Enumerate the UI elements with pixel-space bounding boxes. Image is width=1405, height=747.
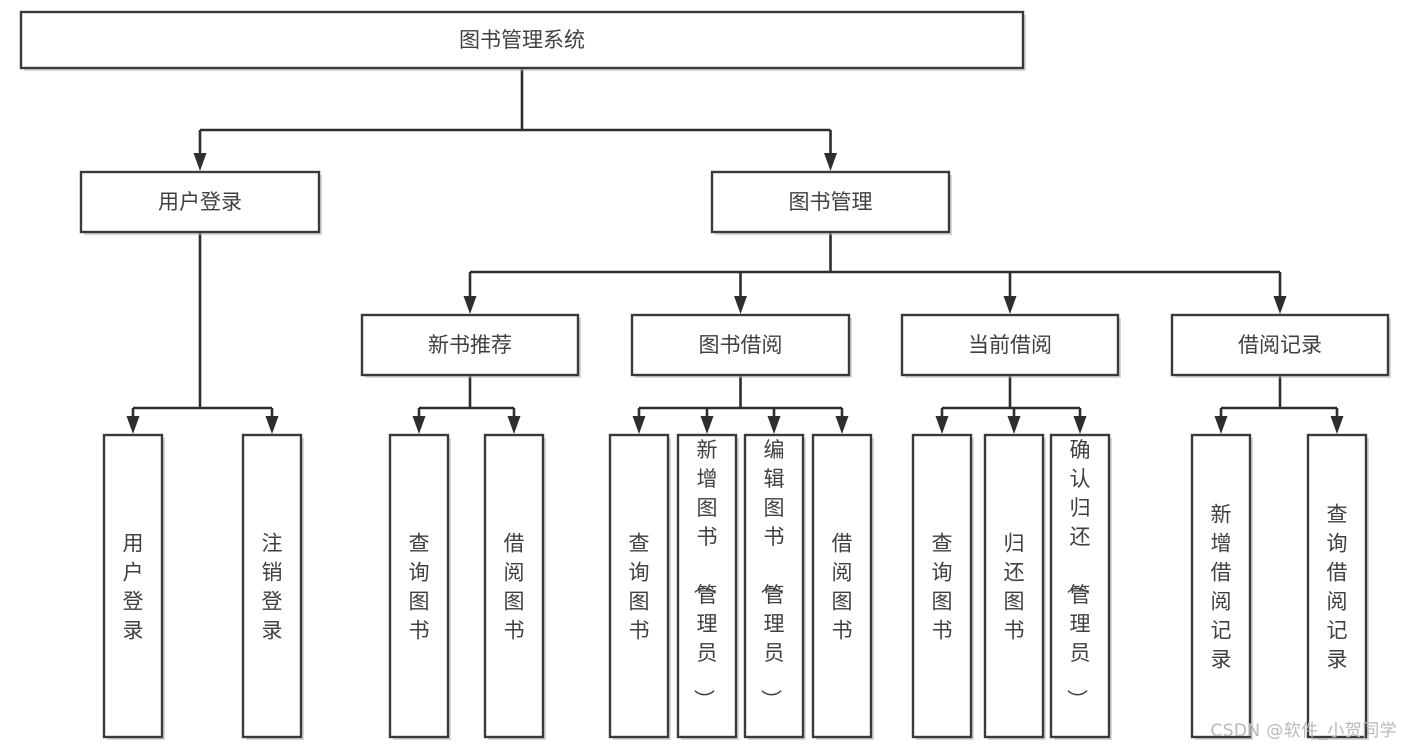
node-leaf-logout[interactable]: 注销登录	[241, 433, 304, 740]
node-box	[676, 433, 738, 739]
arrow-head-icon	[1273, 296, 1287, 314]
node-box	[102, 433, 164, 739]
node-leaf-add-record[interactable]: 新增借阅记录	[1190, 433, 1253, 740]
node-leaf-query-book-rec[interactable]: 查询图书	[388, 433, 451, 740]
node-box	[1190, 433, 1252, 739]
node-label: 注销登录	[262, 532, 283, 643]
arrow-head-icon	[265, 416, 279, 434]
arrow-head-icon	[1073, 416, 1087, 434]
node-box	[743, 433, 805, 739]
connectors-layer	[126, 68, 1344, 434]
arrow-head-icon	[734, 296, 747, 314]
arrow-head-icon	[1003, 296, 1017, 314]
node-leaf-edit-book[interactable]: 编辑图书（管理员）	[743, 433, 806, 740]
node-leaf-return-book[interactable]: 归还图书	[983, 433, 1046, 740]
node-label: 借阅图书	[504, 532, 525, 643]
arrow-head-icon	[412, 416, 426, 434]
node-user-login[interactable]: 用户登录	[79, 170, 322, 235]
node-label: 借阅图书	[832, 532, 853, 643]
node-leaf-user-login[interactable]: 用户登录	[102, 433, 165, 740]
node-borrow-record[interactable]: 借阅记录	[1170, 313, 1391, 378]
arrow-head-icon	[1007, 416, 1021, 434]
node-box	[483, 433, 545, 739]
node-book-borrow[interactable]: 图书借阅	[630, 313, 852, 378]
node-leaf-add-book[interactable]: 新增图书（管理员）	[676, 433, 739, 740]
node-box	[1049, 433, 1111, 739]
node-leaf-borrow-book[interactable]: 借阅图书	[811, 433, 874, 740]
arrow-head-icon	[824, 153, 837, 171]
node-box	[19, 10, 1025, 70]
node-label: 新增借阅记录	[1211, 503, 1232, 672]
nodes-layer: 图书管理系统用户登录图书管理新书推荐图书借阅当前借阅借阅记录用户登录注销登录查询…	[19, 10, 1391, 740]
arrow-head-icon	[126, 416, 140, 434]
node-box	[630, 313, 851, 377]
node-box	[608, 433, 670, 739]
node-label: 编辑图书（管理员）	[759, 438, 785, 710]
node-label: 查询图书	[629, 532, 650, 643]
node-box	[983, 433, 1045, 739]
node-box	[1306, 433, 1368, 739]
node-label: 确认归还（管理员）	[1065, 438, 1091, 710]
node-label: 查询图书	[932, 532, 953, 643]
node-leaf-query-book-borrow[interactable]: 查询图书	[608, 433, 671, 740]
arrow-head-icon	[1214, 416, 1228, 434]
arrow-head-icon	[935, 416, 949, 434]
node-label: 图书管理系统	[459, 28, 585, 52]
node-box	[241, 433, 303, 739]
node-label: 查询图书	[409, 532, 430, 643]
node-box	[79, 170, 321, 234]
node-box	[710, 170, 951, 234]
node-label: 归还图书	[1004, 532, 1025, 643]
node-box	[1170, 313, 1390, 377]
node-label: 查询借阅记录	[1327, 503, 1348, 672]
node-label: 新增图书（管理员）	[692, 438, 718, 710]
watermark-label: CSDN @软件_小贺同学	[1210, 721, 1397, 741]
arrow-head-icon	[193, 153, 207, 171]
node-book-mgmt[interactable]: 图书管理	[710, 170, 952, 235]
node-box	[388, 433, 450, 739]
node-box	[900, 313, 1120, 377]
node-label: 当前借阅	[968, 333, 1052, 357]
node-current-borrow[interactable]: 当前借阅	[900, 313, 1121, 378]
node-leaf-confirm-return[interactable]: 确认归还（管理员）	[1049, 433, 1112, 740]
node-label: 图书借阅	[699, 333, 783, 357]
arrow-head-icon	[1330, 416, 1344, 434]
arrow-head-icon	[700, 416, 714, 434]
node-label: 借阅记录	[1238, 333, 1322, 357]
node-leaf-query-record[interactable]: 查询借阅记录	[1306, 433, 1369, 740]
node-leaf-borrow-book-rec[interactable]: 借阅图书	[483, 433, 546, 740]
node-label: 用户登录	[123, 532, 144, 643]
node-new-book-rec[interactable]: 新书推荐	[360, 313, 581, 378]
node-label: 图书管理	[789, 190, 873, 214]
node-box	[911, 433, 973, 739]
arrow-head-icon	[463, 296, 477, 314]
arrow-head-icon	[632, 416, 646, 434]
node-box	[811, 433, 873, 739]
node-label: 新书推荐	[428, 333, 512, 357]
arrow-head-icon	[767, 416, 781, 434]
arrow-head-icon	[835, 416, 849, 434]
node-box	[360, 313, 580, 377]
node-root[interactable]: 图书管理系统	[19, 10, 1026, 71]
arrow-head-icon	[507, 416, 521, 434]
node-leaf-query-book-current[interactable]: 查询图书	[911, 433, 974, 740]
node-label: 用户登录	[158, 190, 242, 214]
